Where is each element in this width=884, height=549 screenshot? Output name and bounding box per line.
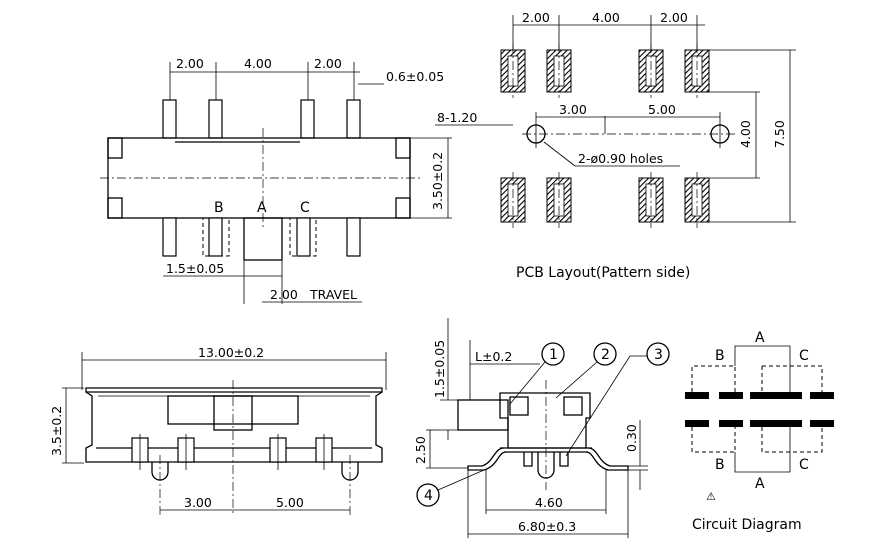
top-dim-height: 3.50±0.2 <box>430 152 445 210</box>
pos-label-c: C <box>300 200 310 216</box>
front-dim-5: 5.00 <box>276 495 304 510</box>
pcb-dim-2b: 2.00 <box>660 10 688 25</box>
top-view: 2.00 4.00 2.00 0.6±0.05 B A C 3.50±0.2 <box>100 56 452 304</box>
pos-label-a: A <box>257 200 267 216</box>
pcb-dim-2a: 2.00 <box>522 10 550 25</box>
side-dim-inner: 4.60 <box>535 495 563 510</box>
top-dim-pin-width: 0.6±0.05 <box>386 69 444 84</box>
circuit-caption: Circuit Diagram <box>692 517 802 533</box>
pcb-pad-callout: 8-1.20 <box>437 110 477 125</box>
pcb-hole-callout: 2-ø0.90 holes <box>578 151 663 166</box>
circuit-warning-mark: ⚠ <box>706 490 716 503</box>
side-dim-lead: 0.30 <box>624 424 639 452</box>
circuit-label-a-top: A <box>755 330 765 346</box>
circuit-label-b-bottom: B <box>715 457 725 473</box>
side-view: 1.5±0.05 L±0.2 2.50 0.30 4. <box>413 318 670 538</box>
top-dim-4: 4.00 <box>244 56 272 71</box>
top-travel-label: TRAVEL <box>309 287 357 302</box>
front-dim-width: 13.00±0.2 <box>198 345 264 360</box>
pcb-dim-4: 4.00 <box>592 10 620 25</box>
circuit-diagram: A B C B A C ⚠ Circuit Diagram <box>685 330 834 533</box>
front-view: 13.00±0.2 3.5±0.2 3.00 5.00 <box>49 345 387 515</box>
side-dim-height: 2.50 <box>413 436 428 464</box>
circuit-label-c-bottom: C <box>799 457 809 473</box>
callout-3: 3 <box>654 347 663 363</box>
pcb-dim-5: 5.00 <box>648 102 676 117</box>
pcb-pads <box>500 49 710 223</box>
pcb-dim-3: 3.00 <box>559 102 587 117</box>
callout-2: 2 <box>601 347 610 363</box>
front-dim-height: 3.5±0.2 <box>49 406 64 456</box>
pcb-layout: 2.00 4.00 2.00 <box>435 10 796 281</box>
pcb-dim-row: 4.00 <box>738 120 753 148</box>
pcb-caption: PCB Layout(Pattern side) <box>516 265 690 281</box>
front-dim-3: 3.00 <box>184 495 212 510</box>
side-dim-act-width: L±0.2 <box>475 349 512 364</box>
callout-1: 1 <box>549 347 558 363</box>
top-dim-2a: 2.00 <box>176 56 204 71</box>
callout-4: 4 <box>424 488 433 504</box>
side-dim-overall: 6.80±0.3 <box>518 519 576 534</box>
circuit-label-a-bottom: A <box>755 476 765 492</box>
circuit-label-b-top: B <box>715 348 725 364</box>
side-dim-act-height: 1.5±0.05 <box>432 340 447 398</box>
top-dim-travel: 2.00 <box>270 287 298 302</box>
circuit-label-c-top: C <box>799 348 809 364</box>
pcb-dim-overall: 7.50 <box>772 120 787 148</box>
pos-label-b: B <box>214 200 224 216</box>
top-dim-offset: 1.5±0.05 <box>166 261 224 276</box>
top-dim-2b: 2.00 <box>314 56 342 71</box>
